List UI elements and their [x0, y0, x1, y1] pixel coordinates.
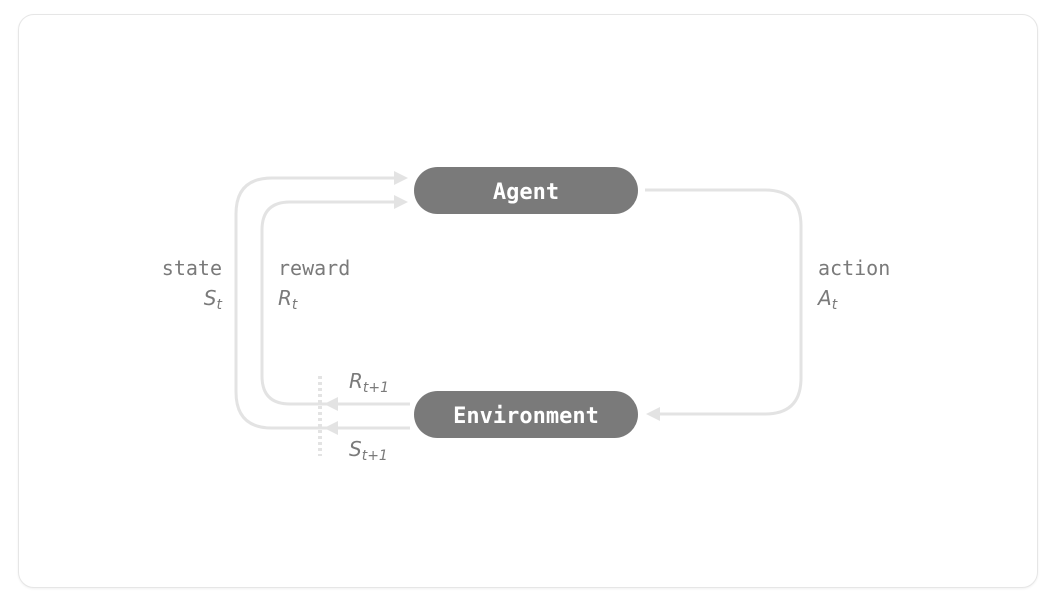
reward-arrowhead — [394, 195, 408, 209]
agent-label: Agent — [493, 180, 559, 205]
next-state-arrowhead — [324, 421, 338, 435]
state-arrowhead — [394, 171, 408, 185]
reward-label: reward — [278, 256, 350, 280]
next-state-symbol: St+1 — [349, 437, 388, 464]
reward-symbol: Rt — [278, 286, 298, 313]
action-label: action — [818, 256, 890, 280]
diagram-card — [18, 14, 1038, 588]
state-wire — [234, 176, 410, 430]
state-label: state — [162, 256, 222, 280]
environment-label: Environment — [453, 404, 599, 429]
next-reward-symbol: Rt+1 — [349, 369, 389, 396]
action-wire — [645, 188, 803, 416]
state-symbol: St — [204, 286, 223, 313]
action-arrowhead — [646, 407, 660, 421]
environment-node — [414, 391, 638, 438]
action-symbol: At — [816, 286, 838, 313]
agent-node — [414, 167, 638, 214]
reward-wire — [260, 200, 410, 406]
next-reward-arrowhead — [324, 397, 338, 411]
